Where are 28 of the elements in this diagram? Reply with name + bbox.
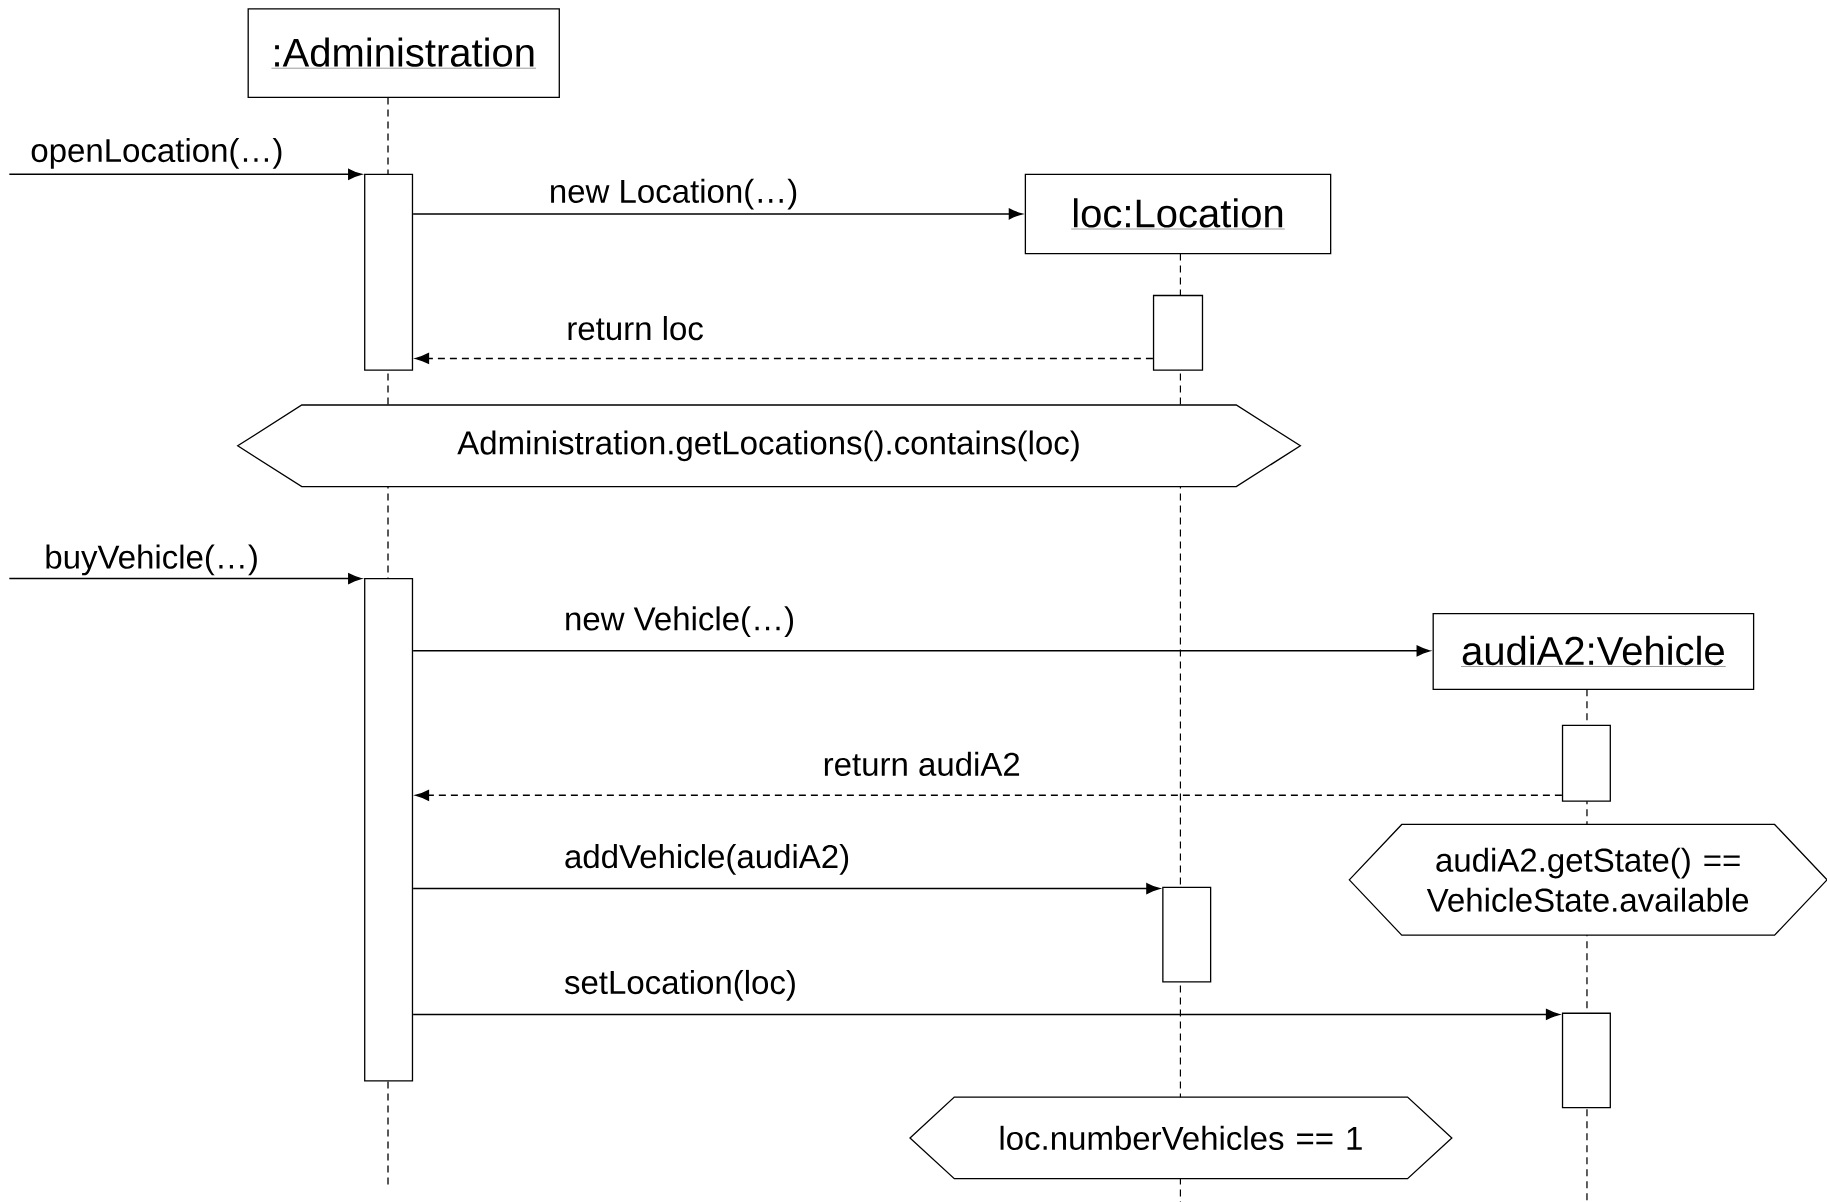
return-arrow [415, 352, 1154, 364]
constraint-hexagon: audiA2.getState() == VehicleState.available [1348, 823, 1827, 936]
message-arrow [8, 168, 362, 180]
return-arrow [415, 789, 1563, 801]
message-label: new Vehicle(…) [566, 606, 793, 638]
message-arrow [412, 1008, 1560, 1020]
message-label: buyVehicle(…) [46, 544, 257, 576]
message-label: setLocation(loc) [564, 969, 795, 1001]
message-label: new Location(…) [551, 178, 797, 210]
node-label: audiA2.getState() == VehicleState.available [1426, 847, 1749, 912]
activation-bar [1561, 724, 1611, 802]
object-box: :Administration [247, 8, 560, 99]
message-label: addVehicle(audiA2) [565, 844, 849, 875]
message-label: return audiA2 [824, 751, 1020, 776]
activation-bar [364, 173, 414, 371]
message-label: return loc [568, 316, 703, 341]
object-box: loc:Location [1024, 173, 1332, 255]
message-arrow [8, 573, 362, 585]
message-arrow [412, 645, 1431, 657]
message-label: openLocation(…) [31, 137, 282, 169]
message-arrow [412, 883, 1160, 894]
constraint-hexagon: loc.numberVehicles == 1 [909, 1096, 1453, 1180]
activation-bar [1561, 1012, 1611, 1109]
activation-bar [1152, 294, 1204, 371]
message-arrow [412, 208, 1023, 220]
activation-bar [1162, 886, 1212, 983]
activation-bar [364, 578, 414, 1082]
object-box: audiA2:Vehicle [1432, 612, 1755, 690]
